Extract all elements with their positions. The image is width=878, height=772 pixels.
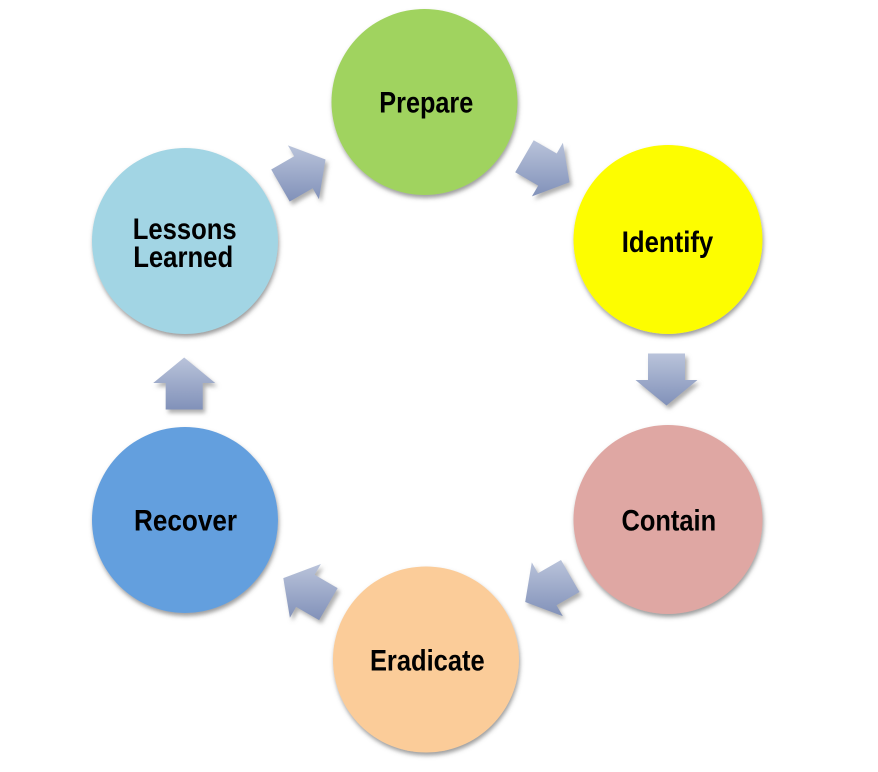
svg-text:Identify: Identify: [622, 226, 714, 259]
svg-text:Eradicate: Eradicate: [370, 645, 485, 678]
svg-text:Prepare: Prepare: [379, 86, 473, 119]
svg-text:Lessons: Lessons: [133, 213, 237, 246]
svg-text:Contain: Contain: [622, 504, 717, 537]
svg-text:Recover: Recover: [134, 505, 237, 538]
svg-text:Learned: Learned: [133, 241, 233, 274]
